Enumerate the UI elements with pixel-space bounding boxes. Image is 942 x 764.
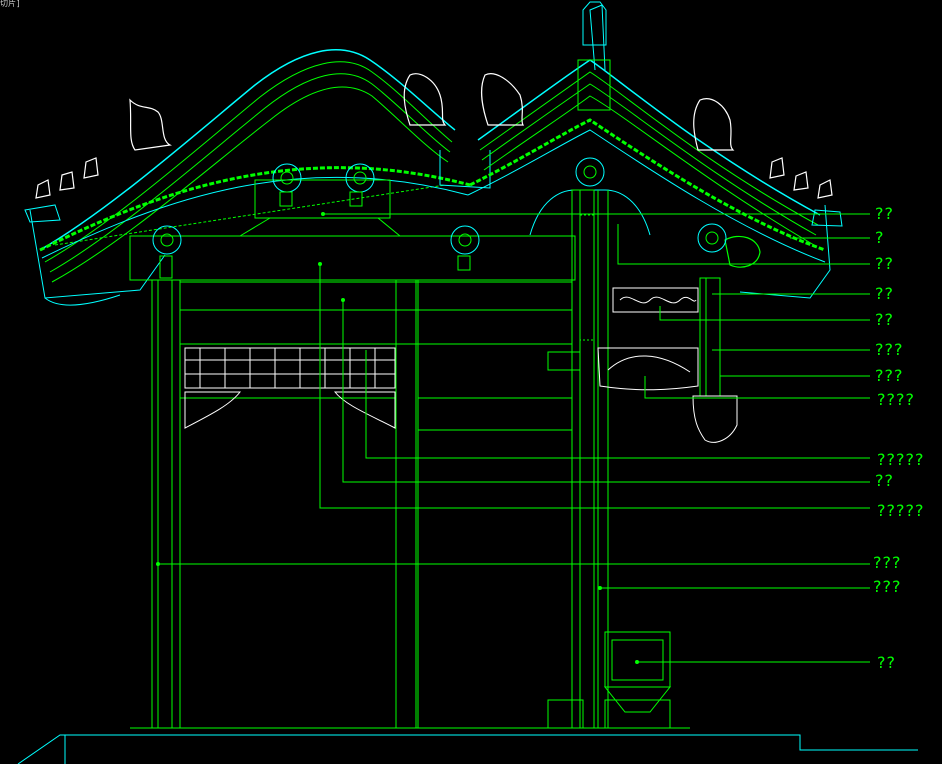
callout-label: ?? xyxy=(875,284,894,303)
column-pedestal xyxy=(603,631,672,729)
callout-label: ?? xyxy=(877,653,896,672)
left-roof xyxy=(24,49,491,306)
callout-label: ?? xyxy=(875,471,894,490)
callout-label: ? xyxy=(875,228,885,247)
callout-label: ??? xyxy=(875,340,903,359)
lattice-panels xyxy=(184,287,738,443)
callout-label: ??? xyxy=(873,553,901,572)
callout-label: ??? xyxy=(875,366,903,385)
columns xyxy=(151,189,721,729)
corner-tag: 切片] xyxy=(0,0,21,8)
roof-ornaments xyxy=(35,73,833,268)
right-roof xyxy=(467,1,843,299)
callout-label: ????? xyxy=(877,450,924,469)
callout-label: ?? xyxy=(875,254,894,273)
callout-label: ?? xyxy=(875,204,894,223)
callout-label: ??? xyxy=(873,577,901,596)
callout-label: ?? xyxy=(875,310,894,329)
leader-lines xyxy=(156,212,870,664)
callout-labels: ?? ? ?? ?? ?? ??? ??? ???? ????? ?? ????… xyxy=(873,204,924,672)
beams xyxy=(129,157,727,281)
callout-label: ???? xyxy=(877,390,915,409)
ground xyxy=(17,727,918,764)
callout-label: ????? xyxy=(877,501,924,520)
